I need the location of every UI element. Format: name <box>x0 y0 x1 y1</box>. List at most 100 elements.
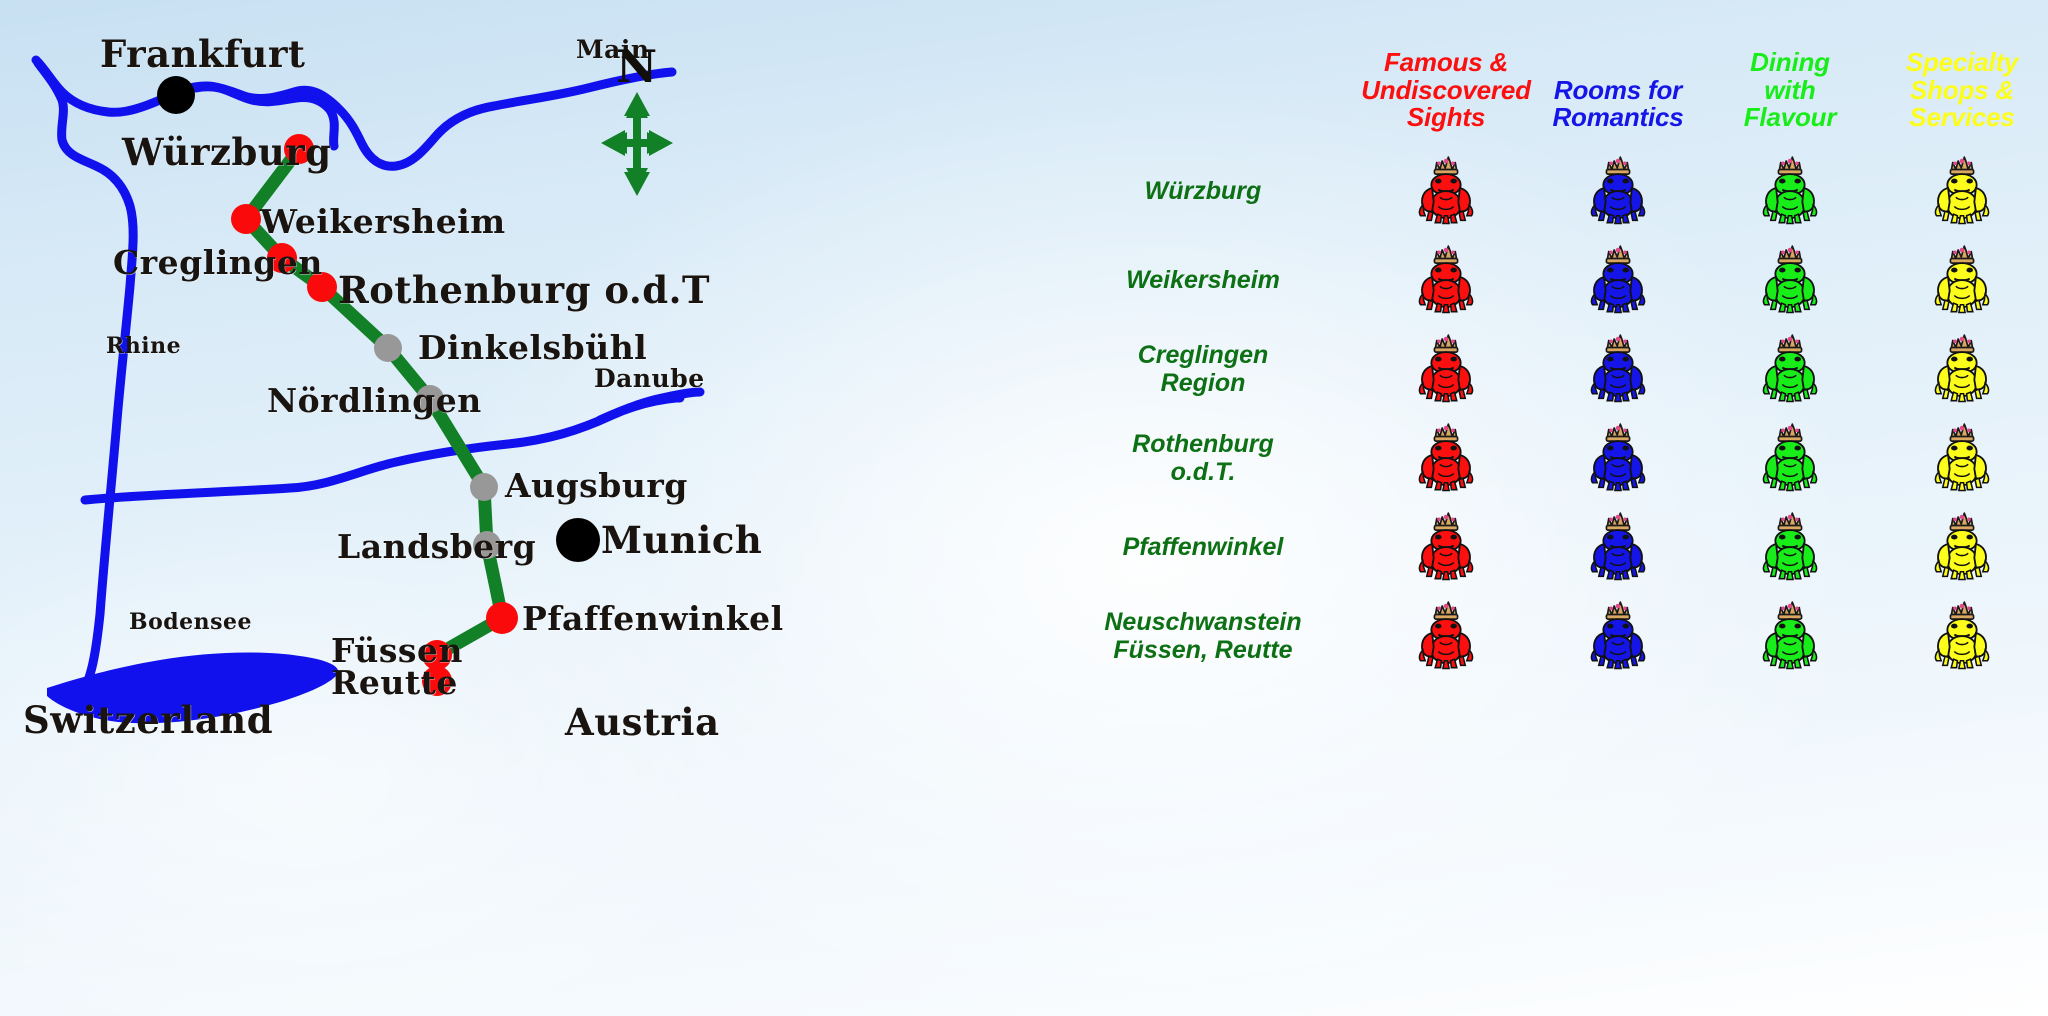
map-label-augsburg: Augsburg <box>505 466 688 505</box>
frog-king-icon <box>1934 156 1990 225</box>
cell-sights-5 <box>1360 591 1532 680</box>
column-header-rooms: Rooms for Romantics <box>1552 74 1684 133</box>
cell-rooms-4 <box>1532 502 1704 591</box>
compass-rose-icon <box>601 92 673 196</box>
frog-king-icon <box>1590 601 1646 670</box>
cell-sights-2 <box>1360 324 1532 413</box>
frog-king-icon <box>1590 512 1646 581</box>
frog-king-icon <box>1762 334 1818 403</box>
cell-shops-1 <box>1876 235 2048 324</box>
frog-king-icon <box>1934 334 1990 403</box>
city-dot-reutte <box>422 666 452 696</box>
map-label-austria: Austria <box>565 700 720 744</box>
cell-dining-4 <box>1704 502 1876 591</box>
row-label-0: Würzburg <box>1144 176 1262 205</box>
frog-king-icon <box>1418 245 1474 314</box>
cell-shops-3 <box>1876 413 2048 502</box>
cell-sights-4 <box>1360 502 1532 591</box>
frog-king-icon <box>1590 156 1646 225</box>
cell-shops-0 <box>1876 146 2048 235</box>
map-label-switzerland: Switzerland <box>23 698 274 742</box>
cell-shops-2 <box>1876 324 2048 413</box>
frog-king-icon <box>1934 423 1990 492</box>
frog-king-icon <box>1934 601 1990 670</box>
cell-dining-2 <box>1704 324 1876 413</box>
cell-shops-4 <box>1876 502 2048 591</box>
map-label-weikersheim: Weikersheim <box>260 202 506 241</box>
map-label-lake-bodensee: Bodensee <box>129 609 253 635</box>
compass-north-label: N <box>616 40 658 93</box>
city-dot-fussen <box>422 640 452 670</box>
map-label-rothenburg: Rothenburg o.d.T <box>338 268 711 312</box>
cell-sights-1 <box>1360 235 1532 324</box>
row-label-5: Neuschwanstein Füssen, Reutte <box>1104 607 1302 664</box>
city-dot-rothenburg <box>307 272 337 302</box>
cell-sights-0 <box>1360 146 1532 235</box>
column-header-dining: Dining with Flavour <box>1743 47 1837 133</box>
map-label-fussen: Füssen <box>331 631 463 670</box>
cell-dining-3 <box>1704 413 1876 502</box>
table-header-row: Famous & Undiscovered Sights Rooms for R… <box>1060 22 2048 146</box>
city-dot-pfaffenwinkel <box>486 602 518 634</box>
map-label-landsberg: Landsberg <box>337 527 537 566</box>
map-label-dinkelsbuhl: Dinkelsbühl <box>418 328 648 367</box>
table-row: Creglingen Region <box>1060 324 2048 413</box>
frog-king-icon <box>1418 601 1474 670</box>
map-label-nordlingen: Nördlingen <box>267 381 482 420</box>
lake-bodensee <box>47 652 339 724</box>
map-label-creglingen: Creglingen <box>113 243 323 282</box>
frog-king-icon <box>1418 423 1474 492</box>
river-rhine <box>33 58 138 703</box>
column-header-shops: Specialty Shops & Services <box>1905 47 2019 133</box>
frog-king-icon <box>1934 512 1990 581</box>
city-dot-creglingen <box>267 243 297 273</box>
row-label-4: Pfaffenwinkel <box>1122 532 1284 561</box>
frog-king-icon <box>1762 156 1818 225</box>
table-row: Pfaffenwinkel <box>1060 502 2048 591</box>
river-main-east <box>191 67 677 171</box>
cell-dining-1 <box>1704 235 1876 324</box>
cell-sights-3 <box>1360 413 1532 502</box>
map-label-frankfurt: Frankfurt <box>100 32 306 76</box>
table-row: Neuschwanstein Füssen, Reutte <box>1060 591 2048 680</box>
frog-king-icon <box>1590 423 1646 492</box>
table-row: Rothenburg o.d.T. <box>1060 413 2048 502</box>
map-label-river-danube: Danube <box>594 364 705 393</box>
map-label-pfaffenwinkel: Pfaffenwinkel <box>522 599 784 638</box>
city-dot-augsburg <box>470 473 498 501</box>
cell-rooms-2 <box>1532 324 1704 413</box>
table-row: Würzburg <box>1060 146 2048 235</box>
map-label-munich: Munich <box>601 518 763 562</box>
map-label-wurzburg: Würzburg <box>122 130 332 174</box>
city-dot-munich <box>556 518 600 562</box>
city-dot-weikersheim <box>231 204 261 234</box>
frog-king-icon <box>1590 334 1646 403</box>
legend-table: Famous & Undiscovered Sights Rooms for R… <box>1060 22 2048 680</box>
table-row: Weikersheim <box>1060 235 2048 324</box>
map-vector-layer <box>31 55 705 724</box>
city-dots-group <box>157 76 600 696</box>
river-danube-east <box>595 387 705 425</box>
city-dot-wurzburg <box>284 134 314 164</box>
frog-king-icon <box>1762 245 1818 314</box>
cell-rooms-0 <box>1532 146 1704 235</box>
city-dot-frankfurt <box>157 76 195 114</box>
cell-dining-0 <box>1704 146 1876 235</box>
frog-king-icon <box>1762 423 1818 492</box>
row-label-2: Creglingen Region <box>1137 340 1269 397</box>
legend-table-head: Famous & Undiscovered Sights Rooms for R… <box>1060 22 2048 146</box>
column-header-sights: Famous & Undiscovered Sights <box>1361 47 1531 133</box>
frog-king-icon <box>1762 601 1818 670</box>
frog-king-icon <box>1418 156 1474 225</box>
cell-rooms-3 <box>1532 413 1704 502</box>
row-label-3: Rothenburg o.d.T. <box>1132 429 1274 486</box>
map-label-river-rhine: Rhine <box>106 333 182 359</box>
cell-shops-5 <box>1876 591 2048 680</box>
city-dot-dinkelsbuhl <box>374 334 402 362</box>
cell-rooms-1 <box>1532 235 1704 324</box>
services-legend-table: Famous & Undiscovered Sights Rooms for R… <box>1060 0 2048 1016</box>
cell-rooms-5 <box>1532 591 1704 680</box>
frog-king-icon <box>1590 245 1646 314</box>
frog-king-icon <box>1762 512 1818 581</box>
